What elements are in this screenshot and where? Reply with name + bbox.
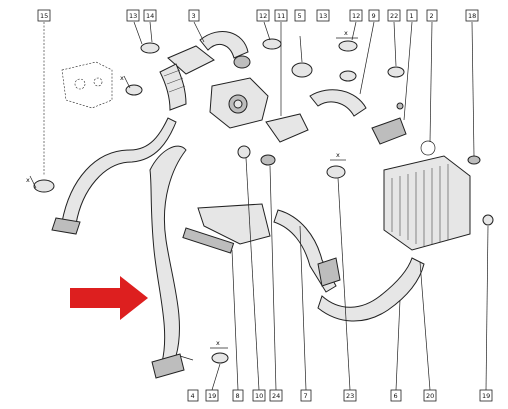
callout-1: 1 xyxy=(406,9,418,22)
callout-20: 20 xyxy=(423,389,437,402)
svg-text:7: 7 xyxy=(304,392,308,400)
intercooler-core xyxy=(383,155,471,251)
hose-4-end xyxy=(151,353,185,379)
callout-19-bottom-left: 19 xyxy=(205,389,219,402)
callout-12-right: 12 xyxy=(349,9,363,22)
svg-text:22: 22 xyxy=(390,12,398,20)
svg-text:1: 1 xyxy=(410,12,414,20)
hose-left-clamp-end xyxy=(51,217,81,235)
callout-14: 14 xyxy=(143,9,157,22)
svg-text:13: 13 xyxy=(129,12,137,20)
callout-7: 7 xyxy=(300,389,312,402)
callout-5: 5 xyxy=(294,9,306,22)
svg-text:12: 12 xyxy=(352,12,360,20)
callout-8: 8 xyxy=(232,389,244,402)
svg-text:x: x xyxy=(120,74,124,82)
svg-text:10: 10 xyxy=(255,392,263,400)
svg-text:x: x xyxy=(344,29,348,37)
callout-13-right: 13 xyxy=(316,9,330,22)
dimension-mark-1: x xyxy=(120,74,131,89)
svg-text:4: 4 xyxy=(191,392,195,400)
callout-18: 18 xyxy=(465,9,479,22)
hose-upper-bellow xyxy=(159,63,187,111)
hose-6 xyxy=(317,257,425,322)
svg-text:13: 13 xyxy=(319,12,327,20)
pipe-11 xyxy=(265,113,309,143)
svg-text:15: 15 xyxy=(40,12,48,20)
svg-text:14: 14 xyxy=(146,12,154,20)
dimension-mark-4: x xyxy=(330,151,346,161)
hose-7-end xyxy=(317,257,341,287)
svg-text:6: 6 xyxy=(394,392,398,400)
callout-11: 11 xyxy=(274,9,288,22)
svg-text:2: 2 xyxy=(430,12,434,20)
dimension-mark-3: x xyxy=(336,29,358,39)
svg-text:12: 12 xyxy=(259,12,267,20)
callout-4: 4 xyxy=(187,389,199,402)
callout-2: 2 xyxy=(426,9,438,22)
svg-text:3: 3 xyxy=(192,12,196,20)
svg-text:24: 24 xyxy=(272,392,280,400)
svg-text:x: x xyxy=(216,339,220,347)
hose-left-long xyxy=(61,117,177,225)
elbow-pipe xyxy=(199,31,249,59)
dimension-mark-5: x xyxy=(210,339,228,349)
callout-23: 23 xyxy=(343,389,357,402)
shroud-panel xyxy=(197,203,271,245)
leader-lines xyxy=(43,21,489,391)
svg-text:x: x xyxy=(336,151,340,159)
svg-text:19: 19 xyxy=(208,392,216,400)
svg-text:9: 9 xyxy=(372,12,376,20)
dimension-mark-2: x xyxy=(26,175,37,189)
svg-text:x: x xyxy=(26,176,30,184)
pipe-9 xyxy=(309,89,367,117)
svg-text:11: 11 xyxy=(277,12,285,20)
svg-text:19: 19 xyxy=(482,392,490,400)
callout-10: 10 xyxy=(252,389,266,402)
callout-9: 9 xyxy=(368,9,380,22)
hose-4-descending xyxy=(149,145,187,363)
finned-pipe-8 xyxy=(182,227,235,254)
engine-block-outline xyxy=(61,61,113,109)
sensor-1 xyxy=(371,117,407,145)
callout-13-top: 13 xyxy=(126,9,140,22)
svg-text:23: 23 xyxy=(346,392,354,400)
callout-12-top: 12 xyxy=(256,9,270,22)
callout-6: 6 xyxy=(390,389,402,402)
callout-19-bottom-right: 19 xyxy=(479,389,493,402)
svg-text:5: 5 xyxy=(298,12,302,20)
svg-text:20: 20 xyxy=(426,392,434,400)
callout-15: 15 xyxy=(37,9,51,22)
callout-24: 24 xyxy=(269,389,283,402)
callout-22: 22 xyxy=(387,9,401,22)
callout-3: 3 xyxy=(188,9,200,22)
hose-upper-short xyxy=(167,45,215,75)
red-arrow-icon xyxy=(70,276,148,320)
svg-text:8: 8 xyxy=(236,392,240,400)
svg-text:18: 18 xyxy=(468,12,476,20)
